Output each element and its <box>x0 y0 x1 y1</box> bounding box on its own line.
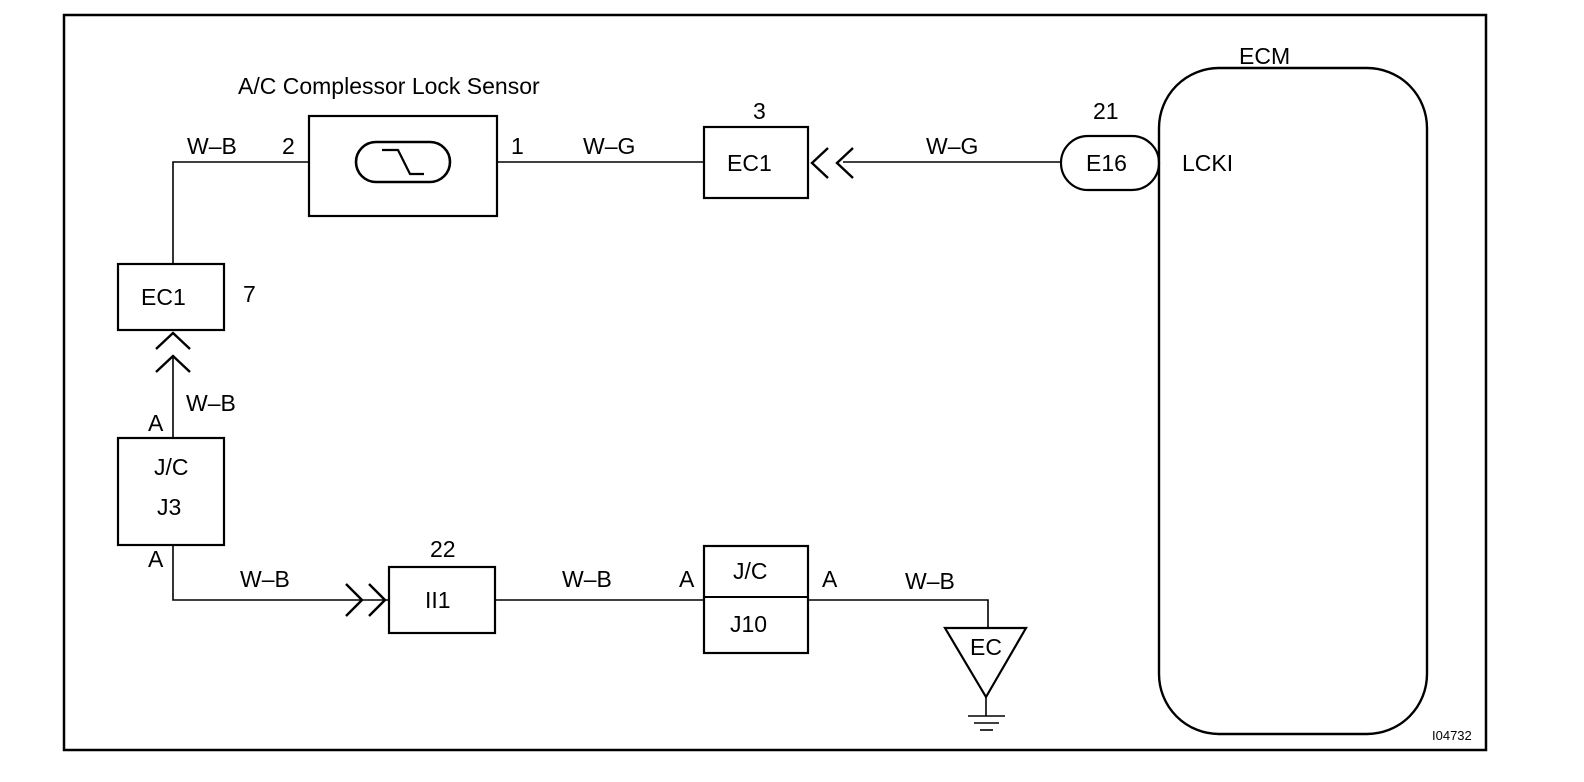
wire-label-sensor-left: W–B <box>187 133 237 159</box>
ground-triangle <box>943 626 1028 700</box>
j3-pin-top: A <box>148 410 164 436</box>
junction-j3 <box>116 436 226 547</box>
chevron-left-icon <box>810 147 829 179</box>
chevron-left-icon-2 <box>835 147 854 179</box>
j10-pin-left: A <box>679 566 695 592</box>
sensor-box <box>307 114 499 218</box>
j10-line1: J/C <box>733 558 768 584</box>
ec1-top-label: EC1 <box>727 150 772 176</box>
ec1-top-pin: 3 <box>753 98 766 124</box>
connector-ec1-left <box>116 262 226 332</box>
chevron-up-icon <box>155 331 191 350</box>
ec1-left-label: EC1 <box>141 284 186 310</box>
j10-pin-right: A <box>822 566 838 592</box>
sensor-pin-left: 2 <box>282 133 295 159</box>
wire-bottom-left <box>172 545 388 601</box>
ec1-left-pin: 7 <box>243 281 256 307</box>
connector-ii1 <box>387 565 497 635</box>
ecm-box <box>1157 66 1429 736</box>
j3-line2: J3 <box>157 494 181 520</box>
wire-label-ecm-side: W–G <box>926 133 978 159</box>
j10-line2: J10 <box>730 611 767 637</box>
wire-sensor-left <box>172 161 310 264</box>
ii1-pin: 22 <box>430 536 456 562</box>
junction-j10 <box>702 544 810 655</box>
wire-label-bottom-left: W–B <box>240 566 290 592</box>
e16-label: E16 <box>1086 150 1127 176</box>
chevron-up-icon-2 <box>155 354 191 373</box>
chevron-right-icon-2 <box>368 583 387 617</box>
e16-pin: 21 <box>1093 98 1119 124</box>
ground-label: EC <box>970 634 1002 660</box>
wire-label-vertical: W–B <box>186 390 236 416</box>
ii1-label: II1 <box>425 587 451 613</box>
ecm-title: ECM <box>1239 43 1290 69</box>
wire-label-sensor-right: W–G <box>583 133 635 159</box>
sensor-symbol <box>354 140 452 184</box>
connector-ec1-top <box>702 125 810 200</box>
sensor-switch-icon <box>382 148 424 176</box>
chevron-right-icon <box>345 583 364 617</box>
sensor-pin-right: 1 <box>511 133 524 159</box>
figure-id: I04732 <box>1432 728 1472 743</box>
wire-label-bottom-right: W–B <box>905 568 955 594</box>
wire-label-bottom-mid: W–B <box>562 566 612 592</box>
j3-pin-bottom: A <box>148 546 164 572</box>
sensor-title: A/C Complessor Lock Sensor <box>238 73 540 99</box>
j3-line1: J/C <box>154 454 189 480</box>
wire-bottom-right <box>808 599 989 628</box>
ecm-terminal: LCKI <box>1182 150 1233 176</box>
